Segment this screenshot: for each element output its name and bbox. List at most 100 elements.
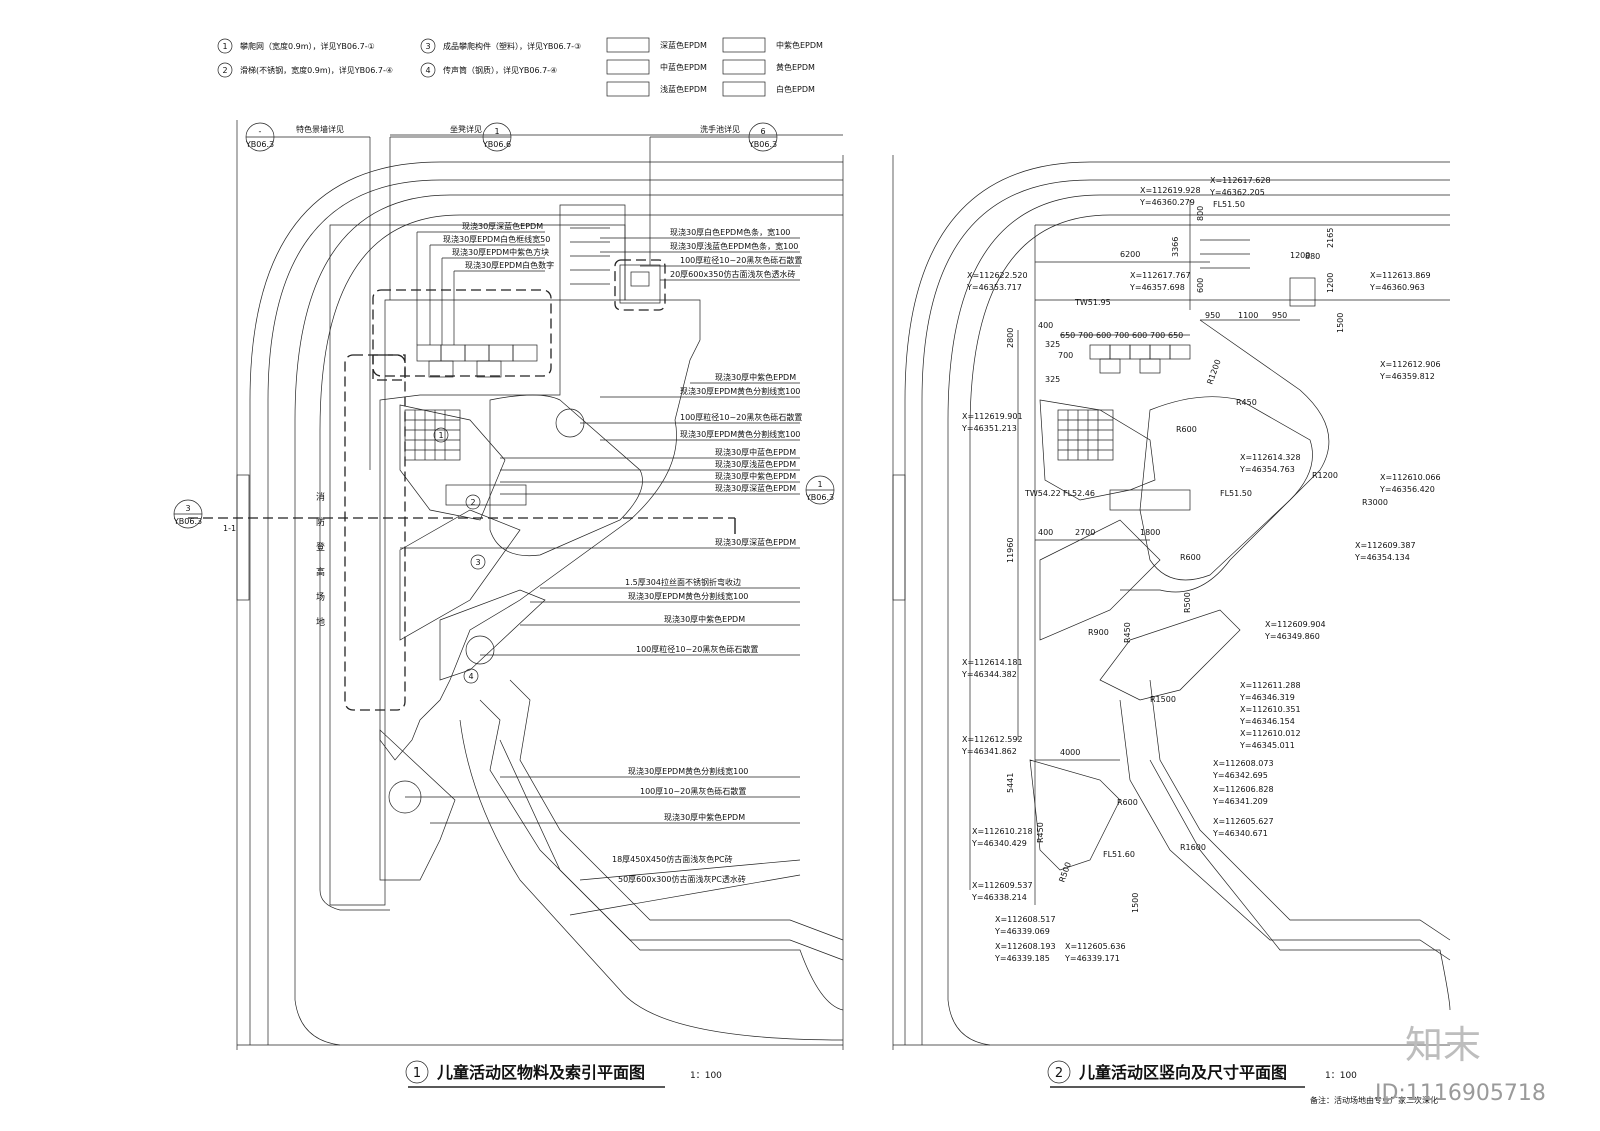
index-bubble[interactable]: 1 YB06.6 坐凳详见	[389, 122, 512, 300]
index-bubble[interactable]: - YB06.3 特色景墙详见	[245, 122, 371, 470]
svg-text:X=112612.906: X=112612.906	[1380, 360, 1441, 369]
index-bubble[interactable]: 6 YB06.3 洗手池详见	[649, 122, 778, 265]
svg-text:Y=46346.154: Y=46346.154	[1239, 717, 1295, 726]
svg-text:现浇30厚中紫色EPDM: 现浇30厚中紫色EPDM	[664, 614, 745, 624]
svg-text:Y=46354.763: Y=46354.763	[1239, 465, 1295, 474]
swatch-mid-blue	[606, 59, 650, 75]
svg-text:1200: 1200	[1290, 251, 1310, 260]
svg-text:600: 600	[1096, 331, 1111, 340]
svg-text:1500: 1500	[1336, 313, 1345, 333]
coordinates: X=112617.628 Y=46362.205 X=112619.928 Y=…	[961, 176, 1441, 963]
svg-text:X=112610.066: X=112610.066	[1380, 473, 1441, 482]
swatch-yellow	[722, 59, 766, 75]
svg-text:100厚粒径10~20黑灰色砾石散置: 100厚粒径10~20黑灰色砾石散置	[680, 412, 802, 422]
svg-text:Y=46362.205: Y=46362.205	[1209, 188, 1265, 197]
svg-text:18厚450X450仿古面浅灰色PC砖: 18厚450X450仿古面浅灰色PC砖	[612, 854, 733, 864]
svg-text:Y=46339.171: Y=46339.171	[1064, 954, 1120, 963]
svg-text:325: 325	[1045, 375, 1060, 384]
bubble-label: 特色景墙详见	[296, 124, 344, 134]
svg-text:700: 700	[1058, 351, 1073, 360]
svg-text:1500: 1500	[1131, 893, 1140, 913]
svg-text:Y=46359.812: Y=46359.812	[1379, 372, 1435, 381]
svg-text:R600: R600	[1117, 798, 1138, 807]
svg-text:X=112614.328: X=112614.328	[1240, 453, 1301, 462]
svg-text:1.5厚304拉丝面不锈钢折弯收边: 1.5厚304拉丝面不锈钢折弯收边	[625, 577, 741, 587]
svg-text:1200: 1200	[1326, 273, 1335, 293]
svg-text:Y=46340.429: Y=46340.429	[971, 839, 1027, 848]
swatch-white	[722, 81, 766, 97]
climbing-net-2	[1057, 409, 1114, 461]
svg-text:Y=46357.698: Y=46357.698	[1129, 283, 1185, 292]
svg-text:650: 650	[1060, 331, 1075, 340]
svg-text:现浇30厚中蓝色EPDM: 现浇30厚中蓝色EPDM	[715, 447, 796, 457]
material-3: 浅蓝色EPDM	[660, 84, 707, 94]
svg-text:R1200: R1200	[1205, 358, 1222, 385]
material-6: 白色EPDM	[776, 84, 815, 94]
level-5: FL51.50	[1220, 489, 1252, 498]
svg-text:20厚600x350仿古面浅灰色透水砖: 20厚600x350仿古面浅灰色透水砖	[670, 269, 795, 279]
svg-text:1: 1	[817, 480, 822, 489]
material-2: 中蓝色EPDM	[660, 62, 707, 72]
svg-text:现浇30厚白色EPDM色条，宽100: 现浇30厚白色EPDM色条，宽100	[670, 227, 790, 237]
svg-text:700: 700	[1078, 331, 1093, 340]
svg-text:X=112610.351: X=112610.351	[1240, 705, 1301, 714]
fire-label-3: 高	[316, 566, 325, 578]
svg-text:6: 6	[760, 127, 765, 136]
svg-text:R1500: R1500	[1150, 695, 1176, 704]
svg-text:100厚粒径10~20黑灰色砾石散置: 100厚粒径10~20黑灰色砾石散置	[680, 255, 802, 265]
svg-text:X=112608.193: X=112608.193	[995, 942, 1056, 951]
svg-text:X=112622.520: X=112622.520	[967, 271, 1028, 280]
svg-text:现浇30厚浅蓝色EPDM色条，宽100: 现浇30厚浅蓝色EPDM色条，宽100	[670, 241, 798, 251]
index-bubble[interactable]: 1 YB06.3	[805, 475, 835, 505]
svg-text:Y=46342.695: Y=46342.695	[1212, 771, 1268, 780]
svg-text:YB06.3: YB06.3	[748, 140, 777, 149]
svg-text:X=112609.904: X=112609.904	[1265, 620, 1326, 629]
svg-text:X=112605.636: X=112605.636	[1065, 942, 1126, 951]
plan-1-scale: 1：100	[690, 1071, 722, 1081]
svg-text:950: 950	[1205, 311, 1220, 320]
legend-item-4: 传声筒（钢质），详见YB06.7-④	[443, 65, 557, 75]
svg-text:X=112619.928: X=112619.928	[1140, 186, 1201, 195]
svg-text:50厚600x300仿古面浅灰PC透水砖: 50厚600x300仿古面浅灰PC透水砖	[618, 874, 746, 884]
svg-text:R450: R450	[1036, 822, 1045, 843]
svg-text:Y=46338.214: Y=46338.214	[971, 893, 1027, 902]
hopscotch-1	[416, 344, 538, 378]
legend-num-4: 4	[425, 66, 430, 75]
svg-text:YB06.3: YB06.3	[805, 493, 834, 502]
svg-text:现浇30厚中紫色EPDM: 现浇30厚中紫色EPDM	[664, 812, 745, 822]
svg-text:Y=46340.671: Y=46340.671	[1212, 829, 1268, 838]
svg-text:650: 650	[1168, 331, 1183, 340]
legend-item-3: 成品攀爬构件（塑料），详见YB06.7-③	[443, 41, 581, 51]
callouts-right: 现浇30厚白色EPDM色条，宽100 现浇30厚浅蓝色EPDM色条，宽100 1…	[400, 227, 802, 916]
svg-text:950: 950	[1272, 311, 1287, 320]
svg-text:Y=46341.862: Y=46341.862	[961, 747, 1017, 756]
svg-text:11960: 11960	[1006, 538, 1015, 563]
fire-label-5: 地	[316, 616, 325, 628]
svg-text:YB06.3: YB06.3	[173, 517, 202, 526]
svg-text:X=112619.901: X=112619.901	[962, 412, 1023, 421]
plan-2-scale: 1：100	[1325, 1071, 1357, 1081]
climbing-net-1	[404, 409, 461, 461]
svg-text:100厚10~20黑灰色砾石散置: 100厚10~20黑灰色砾石散置	[640, 786, 746, 796]
plan-2-title: 2 儿童活动区竖向及尺寸平面图 1：100	[1047, 1060, 1357, 1088]
svg-text:Y=46344.382: Y=46344.382	[961, 670, 1017, 679]
svg-text:6200: 6200	[1120, 250, 1140, 259]
svg-text:Y=46354.134: Y=46354.134	[1354, 553, 1410, 562]
plan-2-title-text: 儿童活动区竖向及尺寸平面图	[1078, 1063, 1287, 1082]
svg-text:-: -	[259, 127, 262, 136]
svg-text:Y=46339.069: Y=46339.069	[994, 927, 1050, 936]
svg-text:R450: R450	[1123, 622, 1132, 643]
material-4: 中紫色EPDM	[776, 40, 823, 50]
svg-text:600: 600	[1132, 331, 1147, 340]
footer-note: 备注：活动场地由专业厂家二次深化	[1310, 1095, 1438, 1105]
svg-text:1: 1	[494, 127, 499, 136]
brand-logo: 知末	[1405, 1023, 1481, 1067]
svg-text:YB06.3: YB06.3	[245, 140, 274, 149]
svg-text:R500: R500	[1057, 861, 1073, 884]
hopscotch-2	[1089, 344, 1191, 374]
svg-text:R1200: R1200	[1312, 471, 1338, 480]
svg-text:X=112613.869: X=112613.869	[1370, 271, 1431, 280]
svg-text:X=112612.592: X=112612.592	[962, 735, 1023, 744]
svg-text:洗手池详见: 洗手池详见	[700, 124, 740, 134]
index-bubble[interactable]: 3 YB06.3	[173, 499, 203, 529]
